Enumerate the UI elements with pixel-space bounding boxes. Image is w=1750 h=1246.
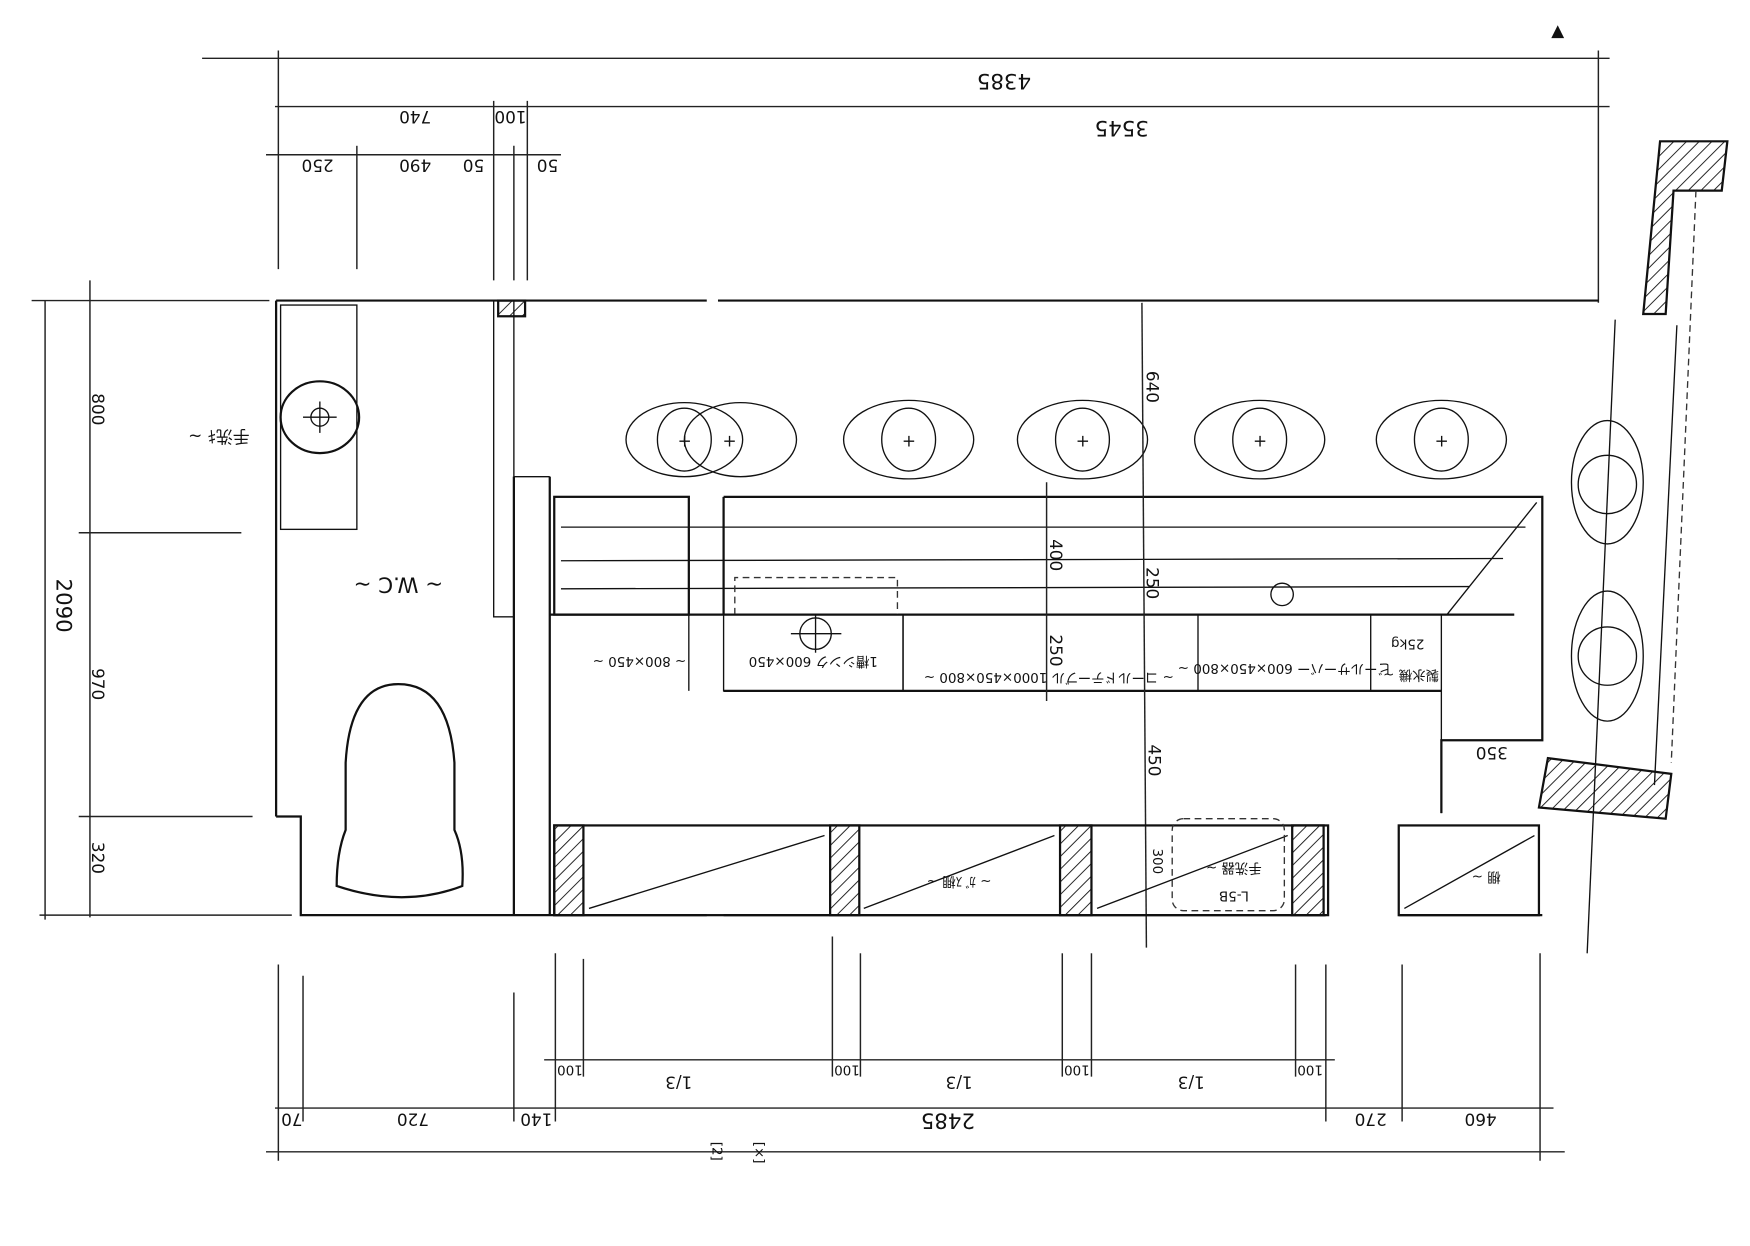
stool: + — [1375, 399, 1508, 480]
equip-1: ~ 800×450 ~ — [593, 653, 687, 668]
dim-third-2: 1/3 — [946, 1073, 973, 1093]
dim-overall-width: 4385 — [977, 68, 1031, 93]
stool: + — [842, 399, 975, 480]
dim-overall-depth: 2090 — [50, 579, 75, 633]
left-dimensions: 2090 800 970 320 — [31, 280, 292, 920]
dim-depth-top: 800 — [88, 393, 108, 425]
handwash-label: 手洗ｷ ~ — [188, 427, 249, 447]
equip-4: ビールサーバー 600×450×800 ~ — [1178, 660, 1391, 676]
dim-post-3: 100 — [1064, 1061, 1090, 1076]
handsink-label: 手洗器 ~ — [1206, 860, 1262, 876]
dim-post-4: 100 — [1297, 1061, 1323, 1076]
back-shelves: ~ ｶﾞｽ棚 ~ 手洗器 ~ L-5B 棚 ~ — [553, 818, 1541, 917]
shelf-label: 棚 ~ — [1472, 869, 1501, 885]
stool: + — [1016, 399, 1149, 480]
dim-bottom-a: 70 — [281, 1110, 302, 1130]
equip-5: 製氷機 ~ — [1383, 667, 1439, 683]
dim-depth-mid: 970 — [88, 668, 108, 700]
gas-shelf-label: ~ ｶﾞｽ棚 ~ — [927, 873, 992, 889]
stool: + — [1193, 399, 1326, 480]
room-label-wc: ~ W.C ~ — [354, 572, 443, 597]
page-mark-x: [×] — [751, 1142, 766, 1164]
wc-room: ~ W.C ~ 手洗ｷ ~ — [188, 304, 464, 899]
dim-seat-depth: 640 — [1142, 371, 1162, 403]
dim-depth-bottom: 320 — [88, 842, 108, 874]
equip-2: 1槽シンク 600×450 — [749, 653, 878, 669]
dim-bottom-e: 460 — [1465, 1110, 1497, 1130]
corner-marker: ▲ — [1551, 20, 1564, 40]
stool — [1570, 590, 1644, 722]
svg-text:+: + — [902, 430, 916, 450]
page-mark: [2] — [708, 1142, 723, 1161]
equip-3: ~ コールドテーブル 1000×450×800 ~ — [924, 669, 1174, 686]
dim-post-1: 100 — [557, 1061, 583, 1076]
dim-wall: 100 — [494, 107, 526, 127]
dim-a: 250 — [302, 155, 334, 175]
bottom-dimensions: 100 1/3 100 1/3 100 1/3 100 70 720 140 2… — [266, 936, 1565, 1163]
svg-text:+: + — [722, 430, 736, 450]
dim-main-width: 3545 — [1095, 115, 1149, 140]
svg-text:+: + — [1076, 430, 1090, 450]
dim-wc-width: 740 — [399, 107, 431, 127]
stools: + + + + + + — [625, 399, 1644, 722]
dim-bottom-d: 270 — [1355, 1110, 1387, 1130]
svg-text:+: + — [1435, 430, 1449, 450]
dim-bottom-b: 720 — [397, 1110, 429, 1130]
dim-counter: 400 — [1046, 539, 1066, 571]
dim-c: 50 — [463, 155, 484, 175]
dim-third-3: 1/3 — [1178, 1073, 1205, 1093]
svg-text:+: + — [1253, 430, 1267, 450]
stool — [1570, 419, 1644, 545]
dim-b: 490 — [399, 155, 431, 175]
walls — [274, 140, 1729, 954]
dim-shelf: 300 — [1149, 848, 1164, 874]
dim-bottom-main: 2485 — [921, 1108, 975, 1133]
dim-aisle: 450 — [1145, 744, 1165, 776]
dim-post-2: 100 — [834, 1061, 860, 1076]
dim-bottom-c: 140 — [520, 1110, 552, 1130]
dim-gap: 250 — [1142, 567, 1162, 599]
dim-d: 50 — [537, 155, 558, 175]
stool: + — [683, 401, 798, 478]
dim-corner: 350 — [1476, 743, 1508, 763]
counter: 640 400 250 250 450 350 300 ~ 800×450 ~ … — [549, 302, 1544, 948]
dim-back: 250 — [1046, 634, 1066, 666]
equip-6: 25kg — [1391, 635, 1424, 650]
top-dimensions: 4385 3545 740 100 250 490 50 50 ▲ — [202, 20, 1610, 303]
ref-label: L-5B — [1219, 888, 1249, 903]
dim-third-1: 1/3 — [665, 1073, 692, 1093]
